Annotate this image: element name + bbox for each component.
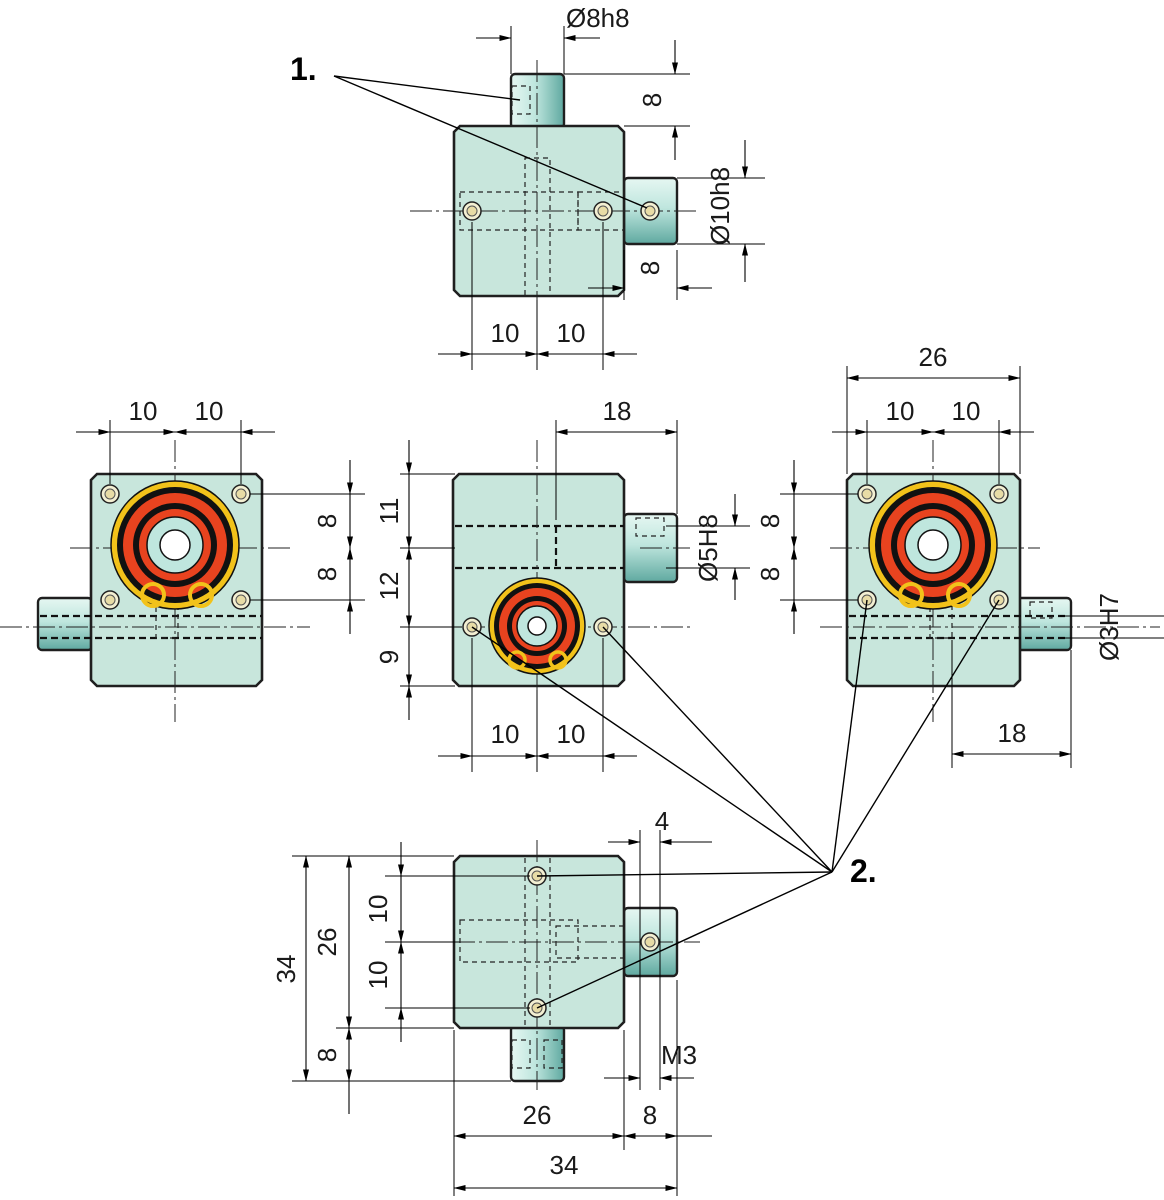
- callout-1: 1.: [290, 51, 648, 209]
- dim-top-d10h8: Ø10h8: [705, 167, 735, 245]
- right-side-shaft: [1014, 596, 1073, 652]
- dim-mid-11: 11: [374, 498, 404, 525]
- dim-mid-d5h8: Ø5H8: [693, 514, 723, 582]
- bottom-view: 4 M3 10 10 26 34 8 26 8 34: [271, 806, 712, 1196]
- dim-bot-10a: 10: [363, 895, 393, 924]
- top-body: [452, 124, 626, 298]
- dim-bot-m3: M3: [661, 1040, 697, 1070]
- dim-right-d3h7: Ø3H7: [1094, 593, 1124, 661]
- dim-bot-8h: 8: [643, 1100, 657, 1130]
- dim-right-26: 26: [919, 342, 948, 372]
- callout-2-label: 2.: [850, 853, 877, 889]
- bearing-seal-icon: [868, 480, 998, 610]
- dim-top-d8h8: Ø8h8: [566, 3, 630, 33]
- dim-mid-10r: 10: [557, 719, 586, 749]
- dim-bot-34v: 34: [271, 955, 301, 984]
- dim-left-10l: 10: [129, 396, 158, 426]
- dim-top-8a: 8: [637, 93, 667, 107]
- dim-right-10l: 10: [886, 396, 915, 426]
- callout-2: 2.: [471, 599, 1000, 1009]
- dim-top-8b: 8: [635, 261, 665, 275]
- dim-mid-9: 9: [374, 650, 404, 664]
- left-view: 10 10 8 8: [0, 396, 365, 722]
- dim-bot-26h: 26: [523, 1100, 552, 1130]
- dim-top-10r: 10: [557, 318, 586, 348]
- dim-mid-18: 18: [603, 396, 632, 426]
- bearing-seal-icon: [110, 480, 240, 610]
- top-view: Ø8h8 8 Ø10h8 8 10 10: [410, 3, 765, 370]
- dim-bot-34h: 34: [550, 1150, 579, 1180]
- dim-right-18: 18: [998, 718, 1027, 748]
- dim-left-10r: 10: [195, 396, 224, 426]
- right-view: 26 10 10 8 8 Ø3H7 18: [755, 342, 1164, 768]
- callout-1-label: 1.: [290, 51, 317, 87]
- dim-right-10r: 10: [952, 396, 981, 426]
- dim-bot-8v: 8: [312, 1048, 342, 1062]
- dim-left-8a: 8: [312, 514, 342, 528]
- dim-mid-10l: 10: [491, 719, 520, 749]
- dim-left-8b: 8: [312, 567, 342, 581]
- dim-bot-26v: 26: [312, 928, 342, 957]
- dim-bot-10b: 10: [363, 961, 393, 990]
- dim-right-8a: 8: [755, 514, 785, 528]
- dim-bot-4: 4: [655, 806, 669, 836]
- dim-right-8b: 8: [755, 567, 785, 581]
- dim-mid-12: 12: [374, 572, 404, 601]
- dim-top-10l: 10: [491, 318, 520, 348]
- middle-view: 18 11 12 9 Ø5H8 10 10: [374, 396, 750, 772]
- left-side-shaft: [36, 596, 94, 652]
- bearing-seal-icon: [488, 577, 586, 675]
